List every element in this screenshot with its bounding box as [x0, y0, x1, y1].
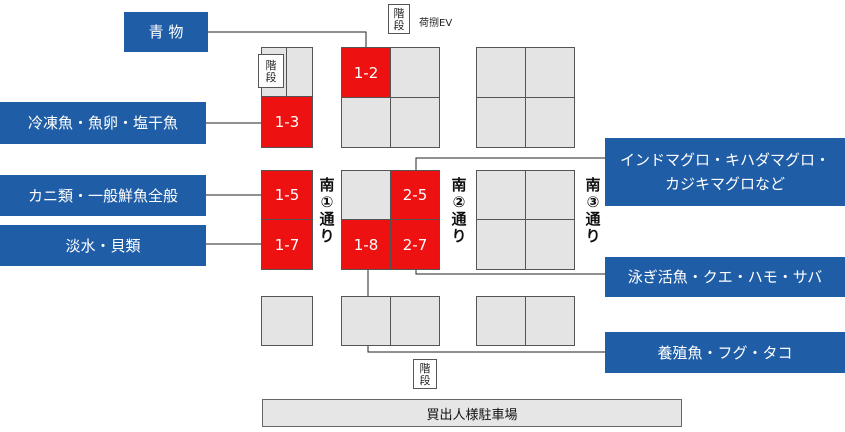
label-tuna-line1: インドマグロ・キハダマグロ・	[619, 151, 830, 169]
stall-cell	[261, 296, 313, 346]
road-char: り	[319, 227, 335, 245]
stall-label: 1-3	[274, 113, 300, 131]
stall-cell	[476, 47, 526, 98]
stall-cell	[476, 97, 526, 148]
stairs-sign-bottom: 階 段	[413, 359, 437, 389]
stall-label: 1-7	[274, 235, 300, 254]
stall-cell	[286, 47, 313, 97]
buyer-parking: 買出人様駐車場	[262, 399, 682, 427]
stall-label: 2-5	[402, 186, 428, 204]
label-farmed: 養殖魚・フグ・タコ	[605, 332, 845, 373]
stall-cell	[525, 97, 575, 148]
stall-cell	[525, 47, 575, 98]
label-live-fish: 泳ぎ活魚・クエ・ハモ・サバ	[605, 257, 845, 297]
road-char: 南	[319, 176, 335, 194]
road-char: 南	[585, 176, 601, 194]
cargo-elevator-label: 荷捌EV	[419, 18, 453, 29]
road-2-label: 南 ② 通 り	[448, 177, 470, 245]
label-vegetables: 青 物	[124, 12, 208, 52]
stairs-char: 段	[419, 374, 431, 387]
stall-1-5[interactable]: 1-5	[261, 170, 313, 220]
label-tuna: インドマグロ・キハダマグロ・ カジキマグロなど	[605, 138, 845, 206]
stall-cell	[525, 296, 575, 346]
label-freshwater: 淡水・貝類	[0, 225, 206, 266]
stall-label: 1-5	[274, 186, 300, 204]
label-tuna-line2: カジキマグロなど	[664, 175, 785, 193]
stall-label: 2-7	[402, 235, 428, 254]
stall-cell	[390, 97, 440, 148]
stall-2-5[interactable]: 2-5	[390, 170, 440, 220]
label-frozen-fish: 冷凍魚・魚卵・塩干魚	[0, 102, 206, 144]
stall-cell	[341, 97, 391, 148]
stall-1-2[interactable]: 1-2	[341, 47, 391, 98]
stall-1-7[interactable]: 1-7	[261, 219, 313, 270]
stall-label: 1-2	[353, 63, 379, 82]
road-char: り	[585, 227, 601, 245]
road-char: 通	[451, 210, 467, 228]
label-crab: カニ類・一般鮮魚全般	[0, 175, 206, 216]
stall-cell	[390, 47, 440, 98]
stairs-char: 段	[393, 19, 405, 32]
stall-1-8[interactable]: 1-8	[341, 219, 391, 270]
road-char: ③	[586, 193, 600, 211]
stairs-char: 階	[419, 362, 431, 375]
stall-cell	[525, 219, 575, 270]
stall-1-3[interactable]: 1-3	[261, 96, 313, 148]
stall-cell	[476, 219, 526, 270]
road-char: ①	[320, 193, 334, 211]
stairs-sign: 階 段	[258, 54, 284, 88]
stall-cell	[341, 296, 391, 346]
road-char: 通	[319, 210, 335, 228]
road-char: り	[451, 227, 467, 245]
stall-2-7[interactable]: 2-7	[390, 219, 440, 270]
road-char: ②	[452, 193, 466, 211]
stall-cell	[341, 170, 391, 220]
road-char: 通	[585, 210, 601, 228]
stairs-char: 段	[265, 71, 277, 84]
stall-cell	[476, 296, 526, 346]
stall-label: 1-8	[353, 235, 379, 254]
stairs-sign-top: 階 段	[388, 4, 410, 34]
stairs-char: 階	[265, 59, 277, 72]
stall-cell	[525, 170, 575, 220]
road-char: 南	[451, 176, 467, 194]
stall-cell	[476, 170, 526, 220]
stall-cell	[390, 296, 440, 346]
road-3-label: 南 ③ 通 り	[582, 177, 604, 245]
road-1-label: 南 ① 通 り	[316, 177, 338, 245]
stairs-char: 階	[393, 7, 405, 20]
